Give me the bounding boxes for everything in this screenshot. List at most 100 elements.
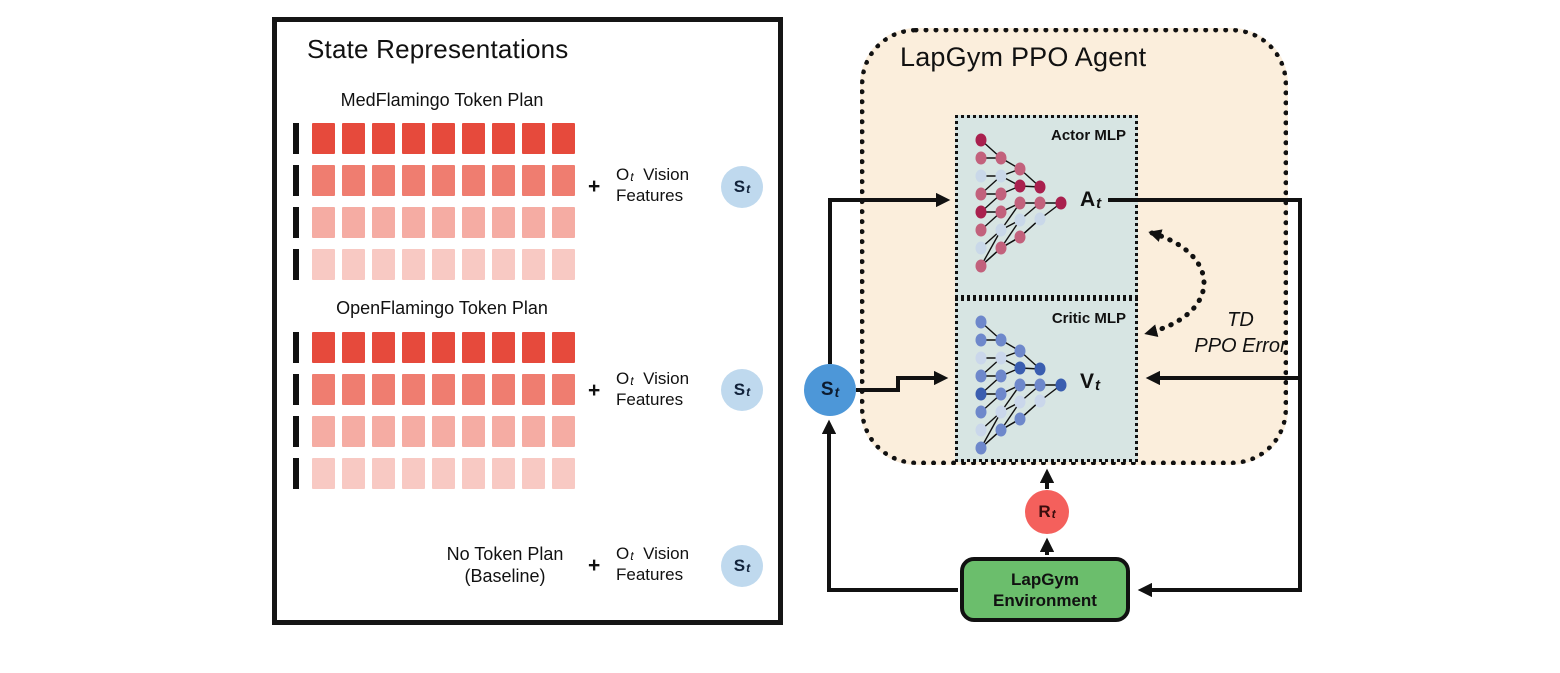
token-cell	[342, 458, 365, 489]
lapgym-environment-box: LapGym Environment	[960, 557, 1130, 622]
token-cell	[402, 165, 425, 196]
token-cell	[372, 249, 395, 280]
token-cell	[372, 123, 395, 154]
token-row	[293, 458, 582, 489]
token-cell	[402, 123, 425, 154]
obs-subscript: t	[630, 170, 634, 185]
token-cell	[522, 332, 545, 363]
actor-mlp-label: Actor MLP	[1051, 127, 1126, 144]
no-token-plan-line1: No Token Plan	[446, 544, 564, 564]
token-cell	[492, 416, 515, 447]
state-representations-panel: State Representations MedFlamingo Token …	[272, 17, 783, 625]
no-token-plan-line2: (Baseline)	[464, 566, 546, 586]
token-row	[293, 416, 582, 447]
token-cell	[432, 416, 455, 447]
token-cell	[522, 165, 545, 196]
obs-subscript: t	[630, 374, 634, 389]
token-row	[293, 123, 582, 154]
token-cell	[552, 458, 575, 489]
token-cell	[552, 416, 575, 447]
token-row	[293, 249, 582, 280]
state-circle-3: St	[721, 545, 763, 587]
token-cell	[552, 207, 575, 238]
token-cell	[342, 123, 365, 154]
token-cell	[342, 207, 365, 238]
token-cell	[522, 123, 545, 154]
actor-mlp-box: Actor MLP	[955, 115, 1138, 298]
token-cell	[312, 165, 335, 196]
token-cell	[432, 249, 455, 280]
token-row	[293, 207, 582, 238]
panel-title: State Representations	[307, 34, 569, 64]
row-tick-icon	[293, 165, 299, 196]
token-cell	[312, 332, 335, 363]
vision-features-label: Ot Vision Features	[616, 369, 690, 409]
token-cell	[492, 123, 515, 154]
ppo-agent-title: LapGym PPO Agent	[900, 42, 1147, 72]
token-cell	[462, 332, 485, 363]
vision-features-label: Ot Vision Features	[616, 544, 690, 584]
token-cell	[432, 374, 455, 405]
value-output-label: Vt	[1080, 370, 1101, 394]
action-output-label: At	[1080, 188, 1102, 212]
plus-sign: +	[588, 554, 601, 577]
token-cell	[312, 374, 335, 405]
token-cell	[492, 332, 515, 363]
critic-mlp-label: Critic MLP	[1051, 310, 1126, 327]
obs-symbol: O	[616, 369, 630, 388]
token-cell	[462, 458, 485, 489]
token-cell	[552, 249, 575, 280]
token-cell	[462, 374, 485, 405]
state-circle-agent: St	[804, 364, 856, 416]
obs-symbol: O	[616, 165, 630, 184]
vision-features-label: Ot Vision Features	[616, 165, 690, 205]
token-cell	[402, 249, 425, 280]
token-cell	[552, 165, 575, 196]
token-cell	[432, 458, 455, 489]
token-cell	[342, 249, 365, 280]
token-cell	[552, 332, 575, 363]
plus-sign: +	[588, 379, 601, 402]
row-tick-icon	[293, 458, 299, 489]
token-cell	[522, 458, 545, 489]
token-cell	[462, 207, 485, 238]
td-ppo-error-label: TD PPO Error	[1194, 309, 1287, 357]
token-cell	[312, 416, 335, 447]
token-cell	[342, 416, 365, 447]
token-cell	[522, 249, 545, 280]
critic-mlp-box: Critic MLP	[955, 298, 1138, 462]
token-cell	[522, 374, 545, 405]
token-cell	[372, 458, 395, 489]
token-cell	[492, 458, 515, 489]
token-cell	[312, 207, 335, 238]
token-row	[293, 332, 582, 363]
token-row	[293, 374, 582, 405]
row-tick-icon	[293, 249, 299, 280]
row-tick-icon	[293, 123, 299, 154]
token-cell	[462, 123, 485, 154]
obs-symbol: O	[616, 544, 630, 563]
token-cell	[462, 249, 485, 280]
token-cell	[462, 416, 485, 447]
token-grid-medflamingo	[293, 123, 582, 291]
critic-network-illustration	[975, 315, 1067, 455]
token-cell	[492, 165, 515, 196]
obs-subscript: t	[630, 549, 634, 564]
token-cell	[312, 249, 335, 280]
reward-circle: Rt	[1025, 490, 1069, 534]
token-cell	[522, 416, 545, 447]
token-cell	[342, 374, 365, 405]
token-cell	[372, 374, 395, 405]
token-cell	[402, 332, 425, 363]
token-cell	[432, 332, 455, 363]
token-cell	[372, 416, 395, 447]
token-cell	[372, 332, 395, 363]
token-cell	[492, 249, 515, 280]
plan-heading-medflamingo: MedFlamingo Token Plan	[340, 90, 544, 110]
row-tick-icon	[293, 207, 299, 238]
token-cell	[552, 123, 575, 154]
token-cell	[312, 123, 335, 154]
token-cell	[492, 207, 515, 238]
token-cell	[402, 207, 425, 238]
